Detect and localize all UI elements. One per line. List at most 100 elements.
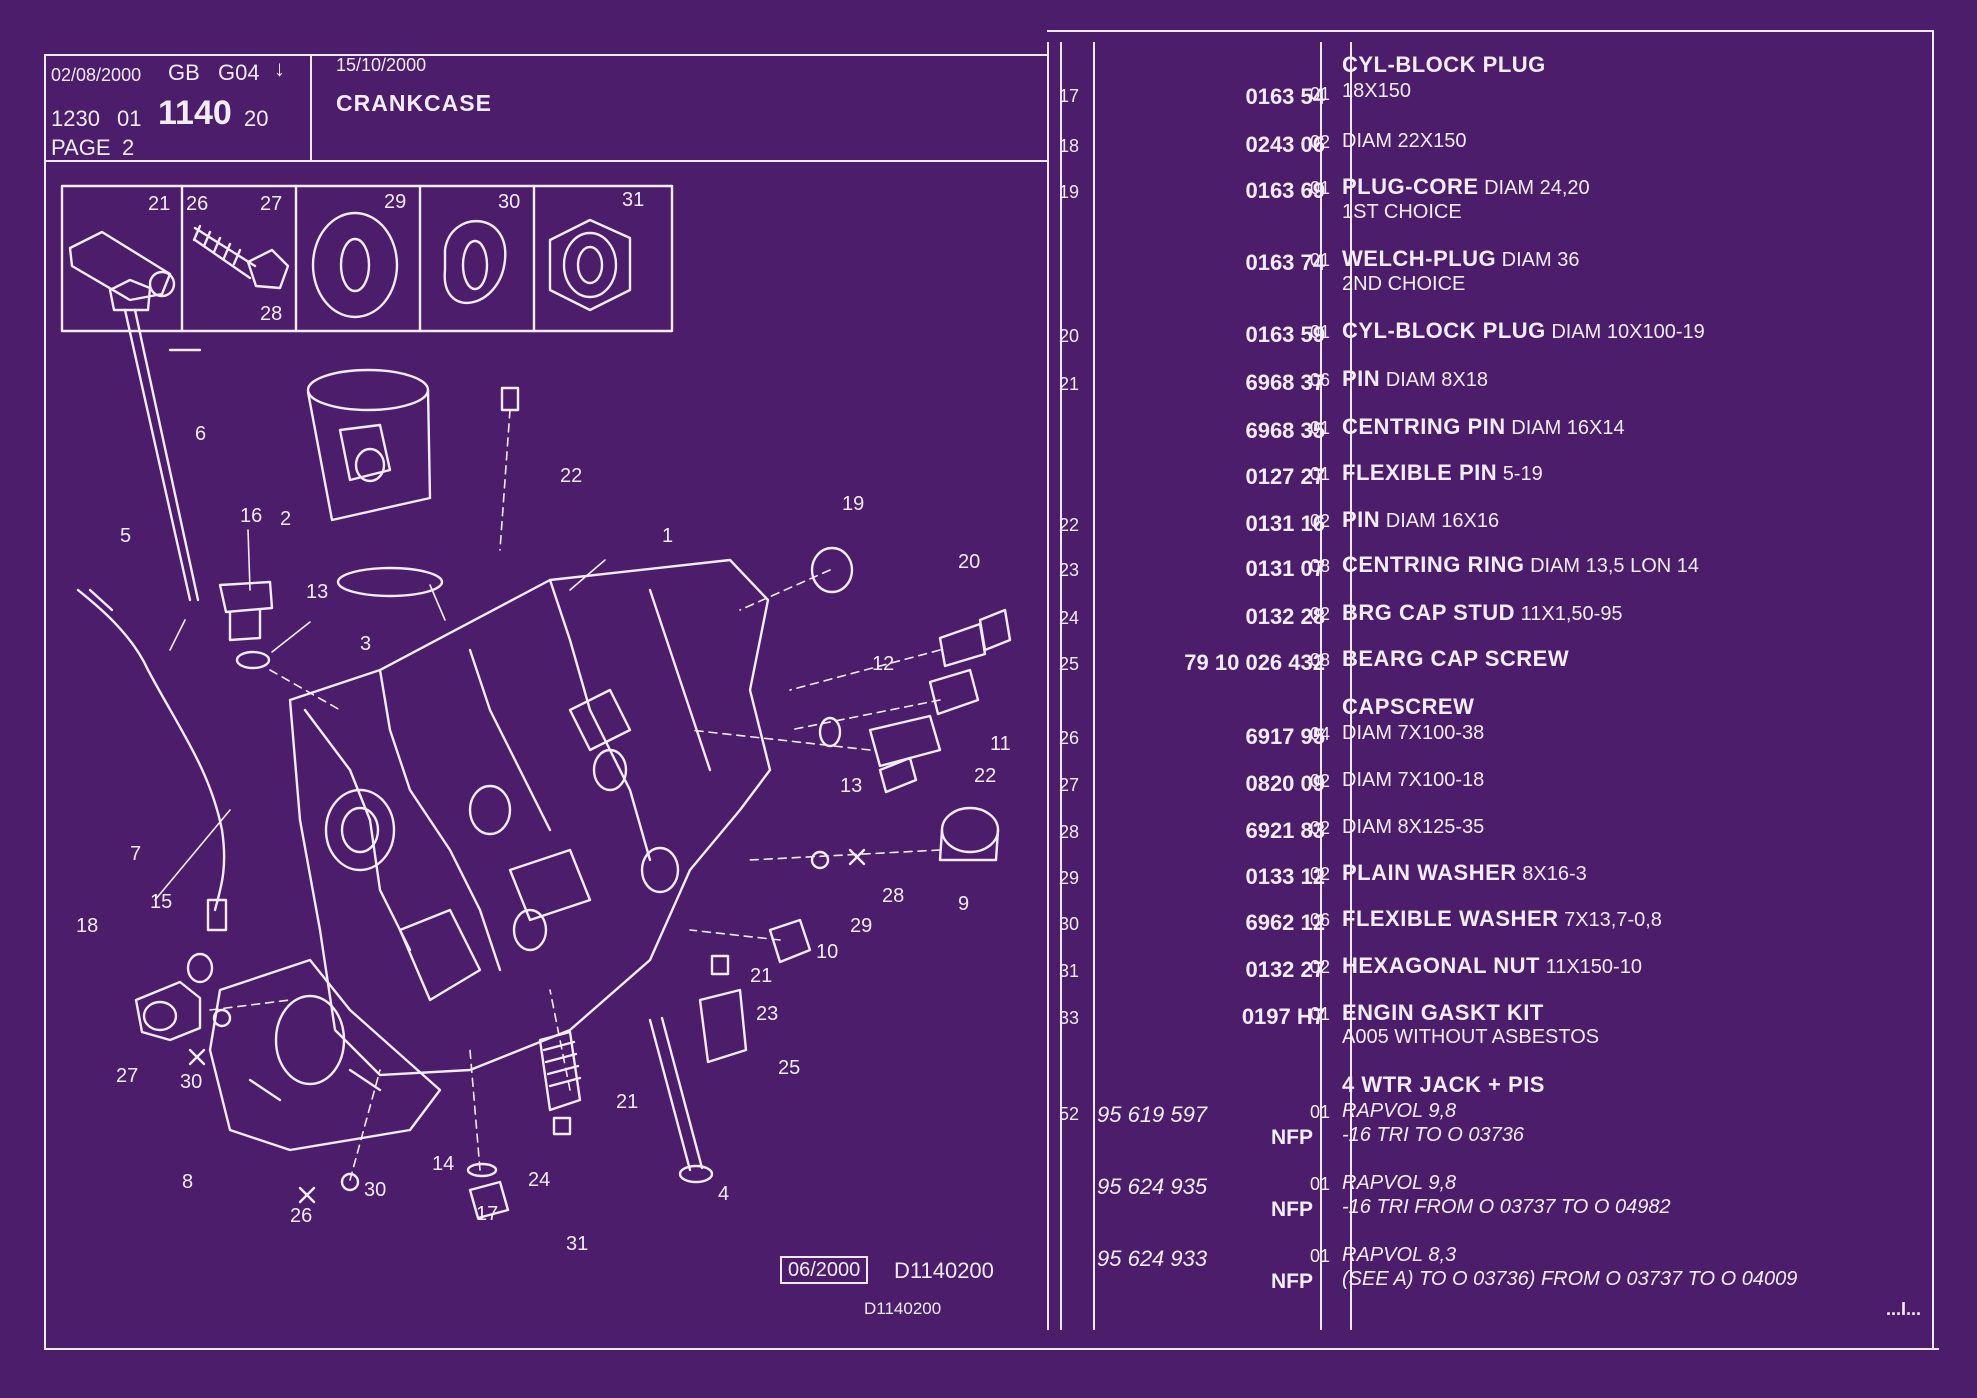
col-qty-right <box>1350 42 1352 1330</box>
part-row: 31 0132 27 02 HEXAGONAL NUT 11X150-10 <box>1055 953 1945 983</box>
part-head: CAPSCREW <box>1342 694 1475 719</box>
part-num: 18 <box>1058 136 1080 156</box>
part-head: WELCH-PLUG <box>1342 246 1497 271</box>
kit-row: 95 624 935 NFP 01 RAPVOL 9,8 -16 TRI FRO… <box>1055 1172 1945 1222</box>
part-row: 26 6917 95 04 DIAM 7X100-38 <box>1055 720 1945 750</box>
callout-9: 9 <box>958 893 969 915</box>
part-head: PIN <box>1342 366 1381 391</box>
part-ref: 6917 95 <box>1245 724 1325 749</box>
part-row: 30 6962 12 06 FLEXIBLE WASHER 7X13,7-0,8 <box>1055 906 1945 936</box>
header-code: G04 <box>218 60 260 85</box>
part-qty: 02 <box>1309 771 1331 791</box>
part-qty: 08 <box>1309 556 1331 576</box>
part-row: 21 6968 37 06 PIN DIAM 8X18 <box>1055 366 1945 396</box>
callout-16: 16 <box>240 505 262 527</box>
part-ref: 0197 H7 <box>1241 1004 1325 1029</box>
callout-21a: 21 <box>750 965 772 987</box>
part-head: FLEXIBLE PIN <box>1342 460 1498 485</box>
part-qty: 08 <box>1309 650 1331 670</box>
part-num: 20 <box>1058 326 1080 346</box>
part-num: 27 <box>1058 775 1080 795</box>
part-ref: 0163 69 <box>1245 178 1325 203</box>
part-row: 6968 35 01 CENTRING PIN DIAM 16X14 <box>1055 414 1945 444</box>
part-qty: 01 <box>1309 418 1331 438</box>
callout-13a: 13 <box>306 581 328 603</box>
part-num: 19 <box>1058 182 1080 202</box>
callout-6: 6 <box>195 423 206 445</box>
part-head: BRG CAP STUD <box>1342 600 1516 625</box>
part-num: 31 <box>1058 961 1080 981</box>
kit-line2: -16 TRI FROM O 03737 TO O 04982 <box>1342 1196 1671 1218</box>
part-qty: 02 <box>1309 132 1331 152</box>
inset-label-29: 29 <box>384 191 406 213</box>
part-num: 33 <box>1058 1008 1080 1028</box>
part-desc: 18X150 <box>1342 80 1411 102</box>
callout-26: 26 <box>290 1205 312 1227</box>
part-desc: DIAM 13,5 LON 14 <box>1530 555 1700 577</box>
part-row: 0127 27 01 FLEXIBLE PIN 5-19 <box>1055 460 1945 490</box>
part-ref: 0131 07 <box>1245 556 1325 581</box>
part-desc: 11X1,50-95 <box>1520 603 1623 625</box>
kit-ref: 95 624 935 <box>1097 1174 1208 1199</box>
header-ref-suffix: 20 <box>244 106 269 131</box>
col-num-border <box>1060 42 1062 1330</box>
part-num: 17 <box>1058 86 1080 106</box>
callout-22b: 22 <box>974 765 996 787</box>
part-ref: 6968 37 <box>1245 370 1325 395</box>
frame-top <box>44 54 1047 56</box>
header-ref-main: 1140 <box>158 94 232 132</box>
part-ref: 0127 27 <box>1245 464 1325 489</box>
part-qty: 01 <box>1309 322 1331 342</box>
part-qty: 02 <box>1309 604 1331 624</box>
continued-marker: ...I... <box>1886 1299 1922 1319</box>
part-row: 22 0131 16 02 PIN DIAM 16X16 <box>1055 507 1945 537</box>
callout-3: 3 <box>360 633 371 655</box>
part-qty: 02 <box>1309 864 1331 884</box>
part-row: 29 0133 12 02 PLAIN WASHER 8X16-3 <box>1055 860 1945 890</box>
part-qty: 02 <box>1309 957 1331 977</box>
callout-15: 15 <box>150 891 172 913</box>
callout-17: 17 <box>476 1203 498 1225</box>
part-desc: DIAM 22X150 <box>1342 130 1467 152</box>
crankcase-diagram: 1 2 3 4 5 6 7 8 9 10 11 12 13 13 14 15 1… <box>60 184 1012 1255</box>
part-sub: A005 WITHOUT ASBESTOS <box>1342 1026 1600 1048</box>
part-ref: 0132 28 <box>1245 604 1325 629</box>
part-desc: DIAM 16X14 <box>1511 417 1625 439</box>
part-ref: 0163 74 <box>1245 250 1325 275</box>
callout-10: 10 <box>816 941 838 963</box>
kit-row: 52 95 619 597 NFP 01 RAPVOL 9,8 -16 TRI … <box>1055 1100 1945 1150</box>
section-title: CRANKCASE <box>336 90 492 116</box>
callout-23: 23 <box>756 1003 778 1025</box>
part-qty: 01 <box>1309 178 1331 198</box>
part-row: CAPSCREW <box>1055 694 1945 724</box>
header-divider <box>44 160 1047 162</box>
callout-11: 11 <box>990 733 1011 755</box>
part-ref: 0243 06 <box>1245 132 1325 157</box>
part-qty: 01 <box>1309 1004 1331 1024</box>
part-desc: DIAM 16X16 <box>1385 510 1500 532</box>
kit-line1: RAPVOL 8,3 <box>1342 1244 1457 1266</box>
callout-24: 24 <box>528 1169 550 1191</box>
part-row: 27 0820 09 02 DIAM 7X100-18 <box>1055 767 1945 797</box>
kit-line2: (SEE A) TO O 03736) FROM O 03737 TO O 04… <box>1342 1268 1798 1290</box>
callout-30b: 30 <box>364 1179 386 1201</box>
part-row: 18 0243 06 02 DIAM 22X150 <box>1055 126 1945 157</box>
callout-21b: 21 <box>616 1091 638 1113</box>
part-head: HEXAGONAL NUT <box>1342 953 1540 978</box>
col-ref-right <box>1320 42 1322 1330</box>
part-ref: 0133 12 <box>1245 864 1325 889</box>
frame-top-right <box>1047 30 1932 32</box>
part-num: 22 <box>1058 515 1080 535</box>
footer-drawing-code: D1140200 <box>894 1258 994 1283</box>
part-desc: DIAM 10X100-19 <box>1551 321 1705 343</box>
callout-29: 29 <box>850 915 872 937</box>
part-ref: 6921 83 <box>1245 818 1325 843</box>
part-num: 29 <box>1058 868 1080 888</box>
footer-drawing-code-small: D1140200 <box>864 1299 942 1318</box>
part-row: 28 6921 83 02 DIAM 8X125-35 <box>1055 814 1945 844</box>
header-page-num: 2 <box>122 135 135 160</box>
part-head: FLEXIBLE WASHER <box>1342 906 1559 931</box>
col-ref-left <box>1093 42 1095 1330</box>
part-row: CYL-BLOCK PLUG 17 0163 54 01 18X150 <box>1055 52 1945 109</box>
callout-5: 5 <box>120 525 131 547</box>
